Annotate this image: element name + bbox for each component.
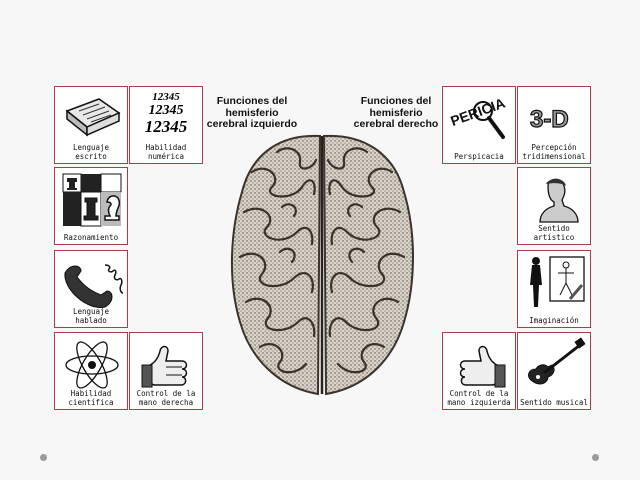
newspaper-icon: [59, 91, 123, 143]
right-hemisphere-title: Funciones del hemisferio cerebral derech…: [353, 95, 439, 130]
card-sentido-musical: Sentido musical: [517, 332, 591, 410]
card-control-mano-izquierda: Control de la mano izquierda: [442, 332, 516, 410]
atom-icon: [59, 337, 123, 389]
3d-word: 3-D: [530, 106, 569, 133]
left-hemisphere-title: Funciones del hemisferio cerebral izquie…: [206, 95, 298, 130]
thumbs-up-icon: [134, 337, 198, 389]
card-percepcion-tridimensional: 3-D Percepción tridimensional: [517, 86, 591, 164]
card-control-mano-derecha: Control de la mano derecha: [129, 332, 203, 410]
card-label: Perspicacia: [454, 151, 504, 161]
slide-nav-dot-right[interactable]: [592, 454, 599, 461]
thumbs-up-left-icon: [447, 337, 511, 389]
card-label: Control de la mano izquierda: [447, 389, 511, 407]
card-label: Habilidad numérica: [145, 143, 187, 161]
slide-nav-dot-left[interactable]: [40, 454, 47, 461]
number-row: 12345: [148, 103, 184, 118]
number-row: 12345: [152, 91, 180, 103]
card-label: Imaginación: [529, 315, 579, 325]
number-row: 12345: [144, 117, 188, 136]
magnifier-icon: PERICIA: [447, 91, 511, 143]
telephone-icon: [59, 255, 124, 308]
card-label: Razonamiento: [63, 232, 119, 242]
bust-icon: [522, 172, 586, 224]
card-lenguaje-hablado: Lenguaje hablado: [54, 250, 128, 328]
card-label: Percepción tridimensional: [522, 143, 586, 161]
numbers-icon: 12345 12345 12345: [134, 91, 198, 143]
card-habilidad-cientifica: Habilidad científica: [54, 332, 128, 410]
pericia-word: PERICIA: [448, 95, 507, 129]
card-perspicacia: PERICIA Perspicacia: [442, 86, 516, 164]
card-label: Habilidad científica: [68, 389, 114, 407]
chess-icon: [59, 172, 123, 227]
card-label: Sentido artístico: [533, 224, 575, 242]
brain-illustration: [222, 132, 422, 402]
card-label: Sentido musical: [520, 397, 588, 407]
card-imaginacion: Imaginación: [517, 250, 591, 328]
card-habilidad-numerica: 12345 12345 12345 Habilidad numérica: [129, 86, 203, 164]
card-lenguaje-escrito: Lenguaje escrito: [54, 86, 128, 164]
card-label: Lenguaje escrito: [72, 143, 110, 161]
easel-icon: [522, 255, 586, 307]
card-label: Lenguaje hablado: [72, 307, 110, 325]
card-razonamiento: Razonamiento: [54, 167, 128, 245]
guitar-icon: [522, 337, 586, 389]
card-sentido-artistico: Sentido artístico: [517, 167, 591, 245]
3d-icon: 3-D: [522, 91, 586, 143]
card-label: Control de la mano derecha: [136, 389, 196, 407]
